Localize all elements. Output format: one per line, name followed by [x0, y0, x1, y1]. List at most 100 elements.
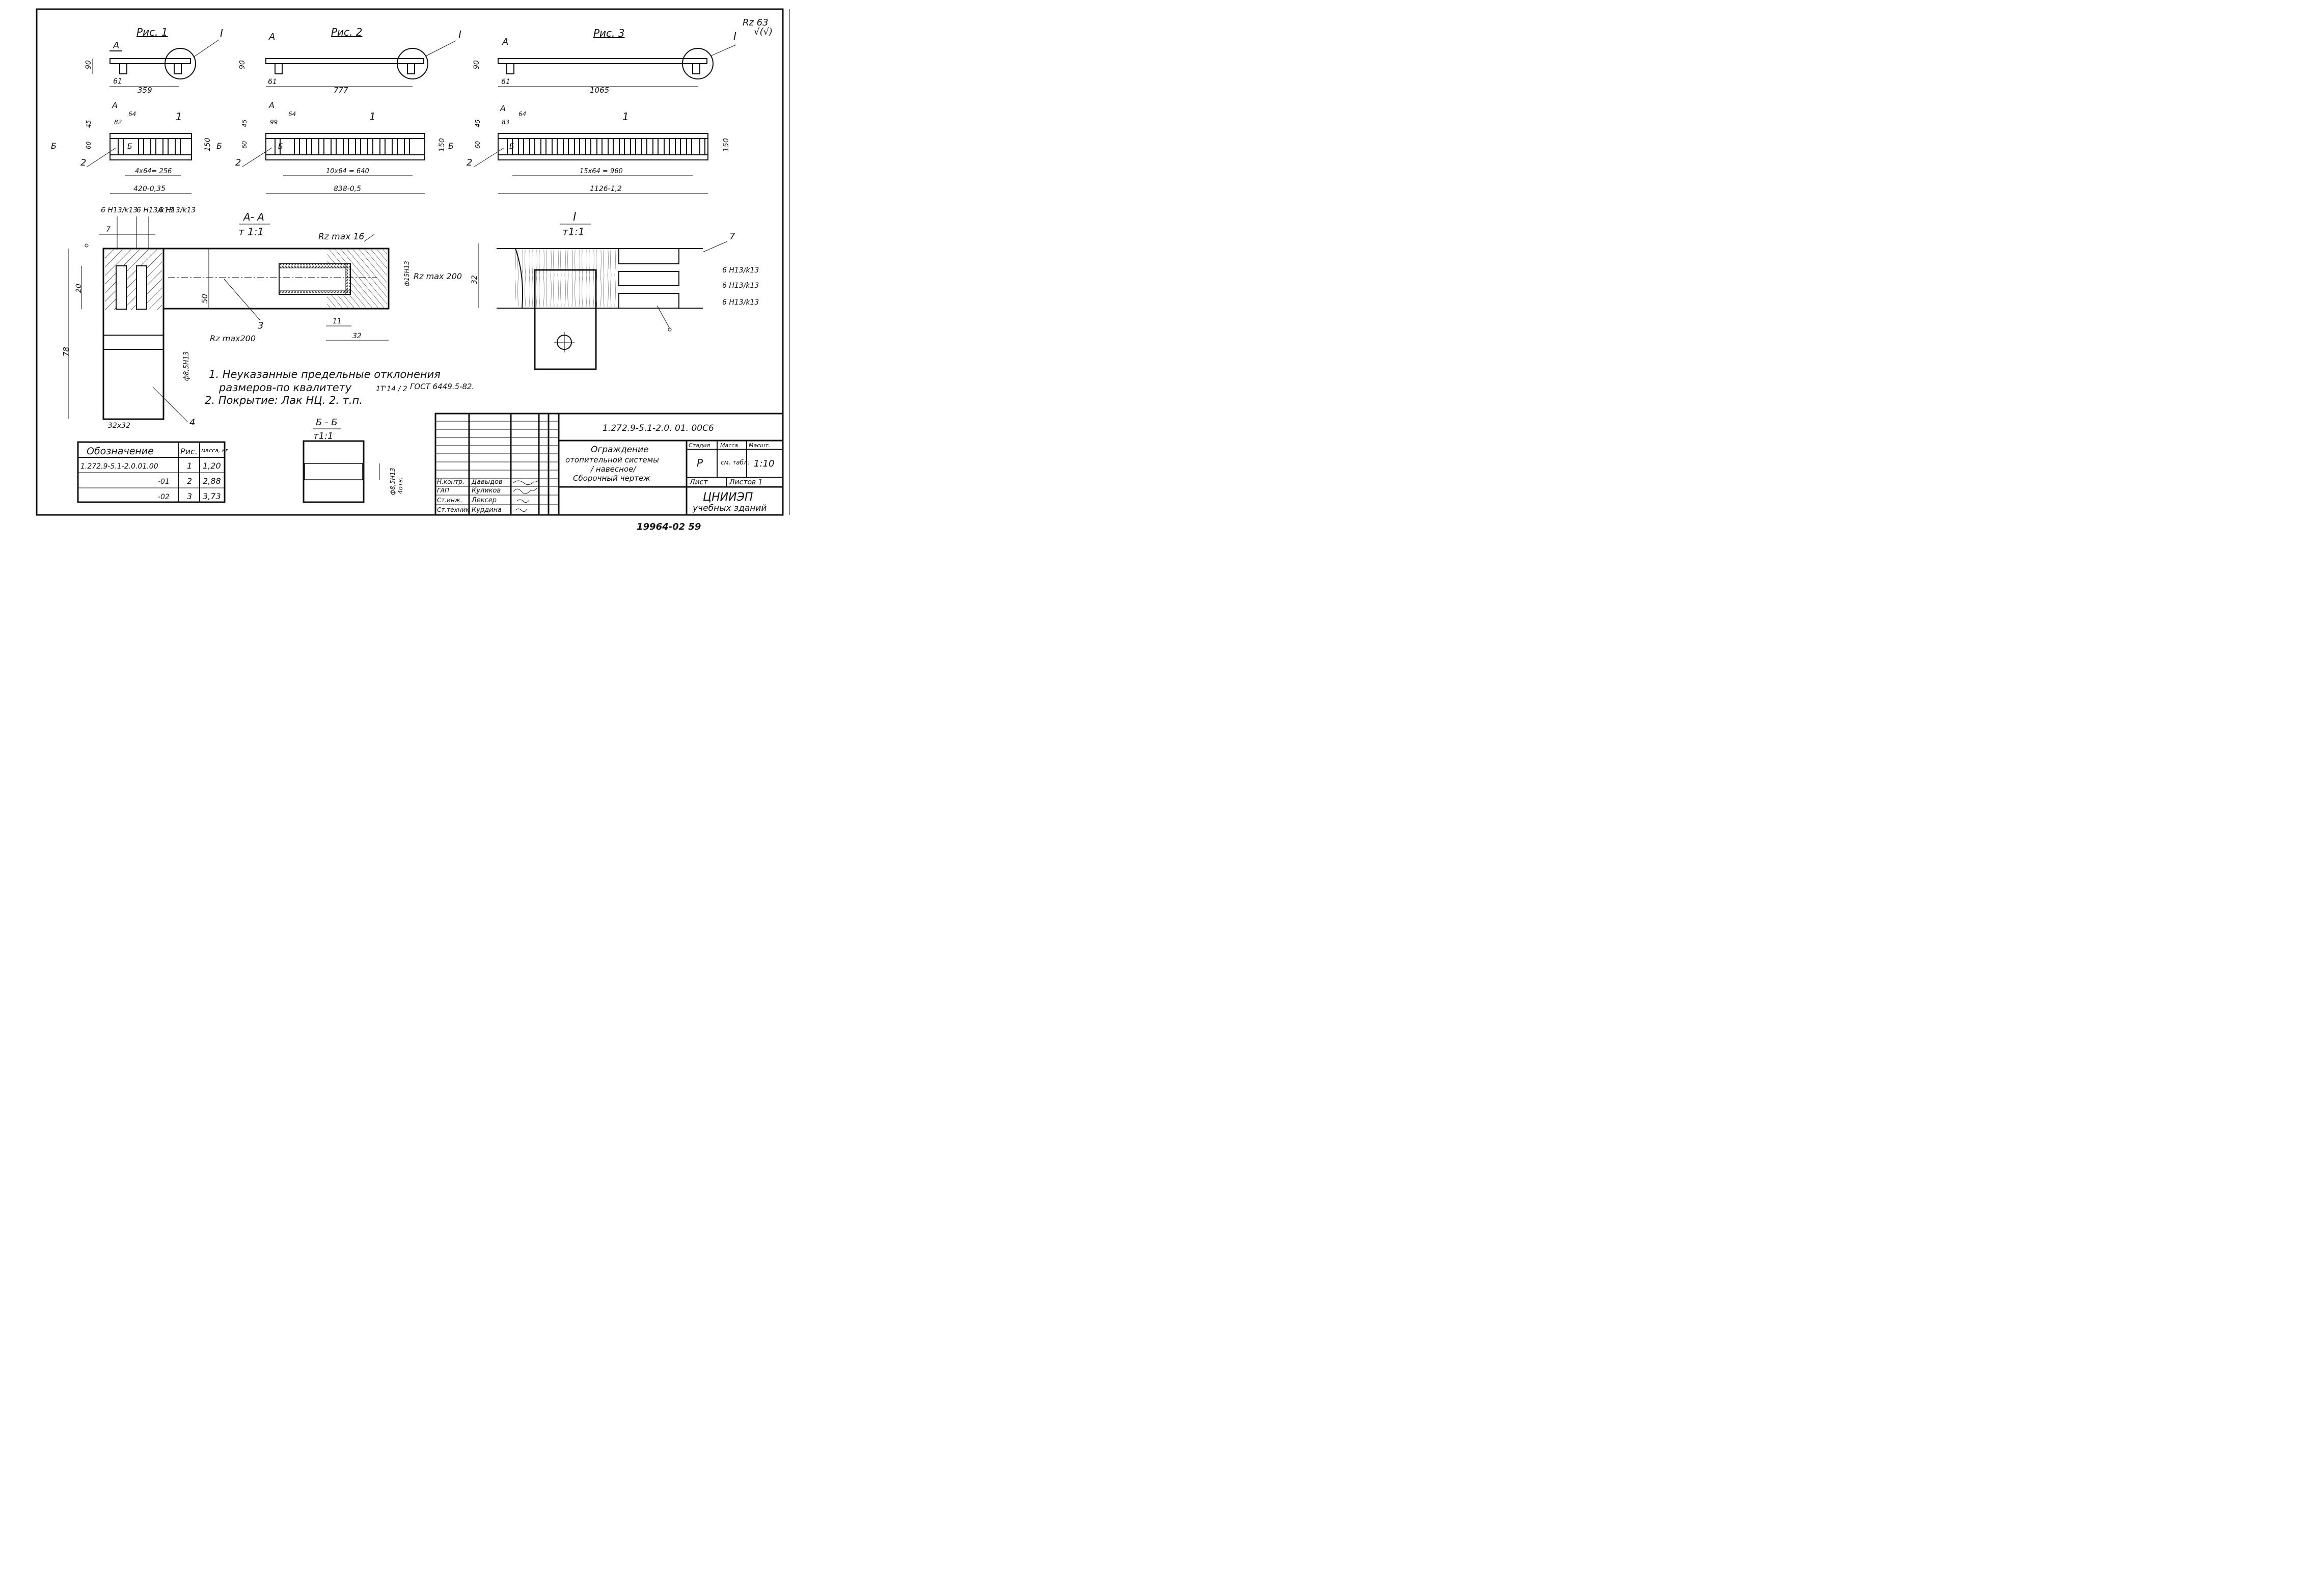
svg-text:61: 61	[113, 77, 122, 86]
fig1-section-mark: А	[113, 40, 119, 51]
section-aa: А- А т 1:1 6 Н13/k13 6 Н13/k13 6 Н13/k13…	[62, 206, 462, 430]
svg-text:150: 150	[204, 138, 212, 151]
svg-text:Лексер: Лексер	[471, 497, 497, 504]
svg-text:ф15Н13: ф15Н13	[403, 261, 411, 286]
svg-text:61: 61	[268, 78, 277, 86]
svg-text:838-0,5: 838-0,5	[334, 185, 361, 193]
fig3-elevation: Рис. 3 А I 90 61 1065	[473, 27, 736, 95]
svg-text:20: 20	[75, 284, 83, 293]
roughness-corner: Rz 63	[743, 17, 769, 28]
svg-text:777: 777	[334, 86, 348, 95]
svg-text:64: 64	[288, 111, 296, 118]
svg-text:32: 32	[471, 275, 479, 284]
svg-text:1126-1,2: 1126-1,2	[590, 185, 622, 193]
table-row: -02	[158, 493, 170, 501]
org-name: ЦНИИЭП	[703, 491, 753, 504]
fig2-elevation: Рис. 2 А I 90 61 777	[238, 26, 461, 95]
svg-text:1,20: 1,20	[203, 461, 221, 471]
svg-text:90: 90	[85, 60, 93, 69]
svg-text:Куликов: Куликов	[472, 487, 501, 495]
svg-text:Стадия: Стадия	[689, 442, 710, 449]
svg-text:11: 11	[333, 317, 342, 325]
svg-text:10x64 = 640: 10x64 = 640	[326, 168, 369, 175]
svg-text:ГАП: ГАП	[437, 487, 449, 494]
spec-table: Обозначение Рис. масса, кг 1.272.9-5.1-2…	[77, 441, 229, 503]
svg-text:4: 4	[189, 417, 195, 428]
svg-text:Ст.техник: Ст.техник	[437, 506, 470, 513]
drawing-sheet: Rz 63 √(√) Рис. 1 А I 90 61 359 Рис. 2 А…	[36, 8, 790, 532]
svg-text:Б: Б	[278, 143, 283, 151]
svg-text:Б: Б	[51, 141, 57, 151]
fig2-section-mark: А	[268, 32, 275, 42]
svg-text:2: 2	[467, 157, 472, 168]
svg-text:45: 45	[241, 120, 248, 127]
note-1-gost: ГОСТ 6449.5-82.	[410, 382, 474, 391]
svg-text:7: 7	[729, 231, 735, 242]
stage-value: Р	[697, 457, 703, 469]
svg-text:150: 150	[438, 138, 446, 152]
detail-i: I т1:1 32 7 6 Н13/k13 6 Н13/k13 6 Н13/k1…	[471, 211, 759, 370]
svg-text:Rz max200: Rz max200	[210, 334, 256, 343]
svg-text:2,88: 2,88	[203, 476, 221, 486]
table-row: -01	[158, 478, 170, 486]
svg-text:1065: 1065	[590, 86, 609, 95]
section-bb-scale: т1:1	[313, 431, 333, 442]
svg-text:Давыдов: Давыдов	[471, 478, 503, 486]
svg-text:Б: Б	[448, 141, 454, 151]
svg-text:Листов 1: Листов 1	[729, 478, 763, 486]
svg-text:150: 150	[722, 138, 730, 152]
section-aa-scale: т 1:1	[238, 226, 264, 238]
svg-text:99: 99	[270, 119, 278, 126]
svg-text:6 Н13/k13: 6 Н13/k13	[159, 206, 196, 214]
svg-text:7: 7	[106, 226, 111, 234]
svg-text:3: 3	[258, 320, 263, 331]
section-aa-title: А- А	[242, 211, 264, 223]
fig1-title: Рис. 1	[136, 26, 168, 38]
fig3-detail-mark: I	[733, 30, 736, 42]
svg-text:60: 60	[241, 141, 248, 149]
doc-name-2: отопительной системы	[565, 455, 659, 464]
svg-text:Б: Б	[216, 141, 222, 151]
svg-text:90: 90	[238, 60, 247, 69]
fig2-detail-mark: I	[458, 29, 461, 41]
svg-text:3,73: 3,73	[203, 491, 221, 501]
detail-i-scale: т1:1	[562, 226, 585, 238]
note-1-fraction: 1Т'14 / 2	[376, 385, 407, 393]
svg-text:2: 2	[187, 476, 192, 486]
table-row: 1.272.9-5.1-2.0.01.00	[80, 462, 158, 471]
svg-text:6 Н13/k13: 6 Н13/k13	[101, 206, 138, 214]
sheet-frame	[36, 8, 784, 516]
svg-text:Ст.инж.: Ст.инж.	[437, 497, 462, 504]
svg-text:45: 45	[85, 120, 92, 128]
svg-text:1: 1	[369, 111, 376, 123]
fig1-elevation: Рис. 1 А I 90 61 359	[85, 26, 223, 95]
svg-text:64: 64	[518, 111, 526, 118]
doc-name-1: Ограждение	[591, 445, 649, 455]
svg-text:Б: Б	[127, 143, 132, 151]
fig1-detail-mark: I	[220, 27, 223, 39]
svg-text:6 Н13/k13: 6 Н13/k13	[722, 266, 759, 275]
svg-text:4отв.: 4отв.	[397, 477, 404, 494]
svg-text:ф8,5Н13: ф8,5Н13	[389, 468, 396, 495]
svg-text:А: А	[268, 100, 275, 110]
svg-text:32: 32	[352, 332, 362, 340]
fig3-title: Рис. 3	[593, 27, 625, 39]
svg-text:15x64 = 960: 15x64 = 960	[580, 168, 623, 175]
org-name-2: учебных зданий	[692, 503, 767, 513]
svg-text:82: 82	[114, 119, 122, 126]
svg-text:60: 60	[474, 141, 481, 149]
svg-text:ф8,5Н13: ф8,5Н13	[183, 351, 190, 381]
spec-header-designation: Обозначение	[87, 446, 154, 457]
fig3-section-mark: А	[502, 37, 508, 47]
svg-text:61: 61	[501, 78, 510, 86]
svg-text:Б: Б	[509, 143, 514, 151]
svg-text:83: 83	[502, 119, 509, 126]
svg-text:420-0,35: 420-0,35	[133, 185, 166, 193]
svg-text:1: 1	[176, 111, 182, 123]
svg-text:1: 1	[622, 111, 629, 123]
svg-text:2: 2	[80, 157, 86, 168]
svg-text:1: 1	[187, 461, 192, 471]
svg-text:6 Н13/k13: 6 Н13/k13	[722, 298, 759, 307]
svg-text:32x32: 32x32	[108, 422, 130, 430]
note-2: 2. Покрытие: Лак НЦ. 2. т.п.	[205, 394, 363, 406]
